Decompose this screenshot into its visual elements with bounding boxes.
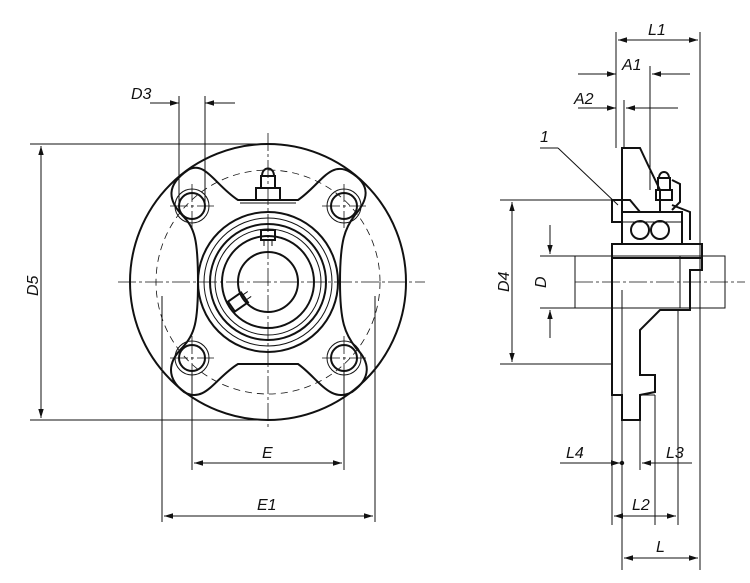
side-view: 1 L1 A1 A2 D4 D <box>496 22 745 570</box>
label-L3: L3 <box>666 445 684 462</box>
label-E: E <box>262 445 273 462</box>
label-D: D <box>533 276 550 288</box>
label-D3: D3 <box>131 86 152 103</box>
callout-1: 1 <box>540 129 549 146</box>
label-A1: A1 <box>621 57 642 74</box>
label-L2: L2 <box>632 497 650 514</box>
label-L: L <box>656 539 665 556</box>
label-D4: D4 <box>496 271 513 292</box>
label-L1: L1 <box>648 22 666 39</box>
label-E1: E1 <box>257 497 277 514</box>
label-D5: D5 <box>25 275 42 296</box>
front-view: D3 D5 E E1 <box>25 86 425 522</box>
grease-nipple-icon <box>240 167 296 204</box>
label-A2: A2 <box>573 91 594 108</box>
label-L4: L4 <box>566 445 584 462</box>
